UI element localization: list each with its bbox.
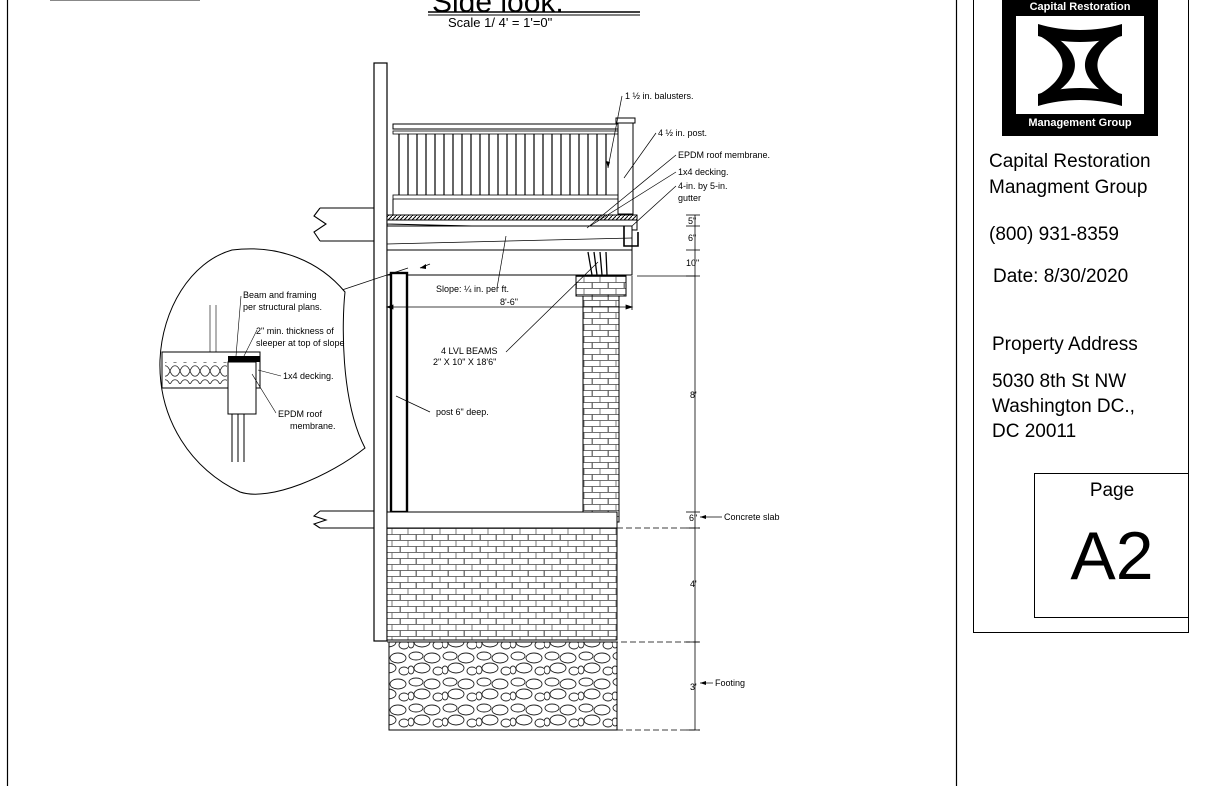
callout-epdm: EPDM roof membrane.: [678, 150, 770, 160]
callout-lvl-1: 4 LVL BEAMS: [441, 346, 498, 356]
address-line2: Washington DC.,: [992, 396, 1135, 417]
interlocking-arcs-logo-icon: [1016, 16, 1144, 114]
detail-sleeper-1: 2" min. thickness of: [256, 326, 334, 336]
lvl-beam: [386, 249, 633, 276]
dim-6in: 6": [688, 233, 696, 243]
upper-floor-stub: [313, 207, 374, 242]
address-line3: DC 20011: [992, 421, 1077, 442]
callout-lvl-2: 2" X 10" X 18'6": [433, 357, 496, 367]
detail-posts: [231, 414, 245, 462]
detail-epdm-1: EPDM roof: [278, 409, 323, 419]
lower-floor-stub: [312, 510, 374, 529]
stone-footing: [388, 641, 618, 731]
callout-gutter-2: gutter: [678, 193, 701, 203]
detail-outline: [159, 248, 366, 495]
title-block: [973, 0, 1189, 633]
railing-top-rail: [392, 123, 634, 130]
callout-post-deep: post 6" deep.: [436, 407, 489, 417]
dim-span: 8'-6": [500, 297, 518, 307]
dim-4ft: 4': [690, 579, 697, 589]
brick-pier-cap: [575, 275, 627, 297]
logo-bottom-text: Management Group: [1028, 117, 1132, 129]
beam-hanger: [587, 251, 608, 276]
callout-gutter-1: 4-in. by 5-in.: [678, 181, 728, 191]
dim-5in: 5": [688, 216, 696, 226]
address-heading: Property Address: [992, 334, 1138, 355]
dim-8ft: 8': [690, 390, 697, 400]
detail-dim-lines: [209, 305, 217, 352]
detail-bubble: [159, 248, 366, 495]
page-number-box: Page A2: [1034, 473, 1189, 618]
dim-3ft: 3': [690, 682, 697, 692]
detail-beam: [227, 361, 257, 415]
detail-insulation: [165, 362, 227, 384]
leaders: [341, 95, 722, 684]
vertical-dimensions: [637, 214, 700, 731]
company-logo: Capital Restoration Management Group: [1002, 0, 1158, 136]
roof-joist-band: [386, 225, 633, 251]
detail-beam-1: Beam and framing: [243, 290, 317, 300]
date-field: Date: 8/30/2020: [993, 266, 1129, 287]
address-line1: 5030 8th St NW: [992, 371, 1127, 392]
brick-pier: [582, 295, 620, 523]
balusters: [398, 134, 607, 195]
railing-mid-rail: [392, 130, 632, 135]
callout-concrete-slab: Concrete slab: [724, 512, 780, 522]
detail-beam-2: per structural plans.: [243, 302, 322, 312]
detail-sleeper-2: sleeper at top of slope: [256, 338, 345, 348]
dim-10in: 10": [686, 258, 699, 268]
page-number: A2: [1070, 518, 1154, 594]
phone-number: (800) 931-8359: [989, 224, 1119, 245]
detail-epdm-2: membrane.: [290, 421, 336, 431]
detail-leaders: [235, 295, 282, 414]
page-label: Page: [1089, 480, 1135, 501]
dim-slab-6in: 6": [689, 513, 697, 523]
callout-balusters: 1 ½ in. balusters.: [625, 91, 694, 101]
callout-decking: 1x4 decking.: [678, 167, 729, 177]
logo-top-text: Capital Restoration: [1029, 1, 1131, 13]
callout-post: 4 ½ in. post.: [658, 128, 707, 138]
callout-footing: Footing: [715, 678, 745, 688]
gutter: [623, 226, 639, 247]
scale-note: Scale 1/ 4' = 1'=0": [448, 15, 553, 30]
span-dimension: [385, 276, 634, 310]
railing: [392, 117, 636, 215]
detail-decking: [228, 356, 260, 362]
railing-bottom-rail: [392, 194, 632, 200]
house-wall: [373, 62, 388, 642]
brick-foundation: [386, 527, 618, 641]
sheet-title: Side look.: [432, 0, 564, 19]
roof-joist-line: [386, 237, 633, 245]
railing-post-cap: [615, 117, 636, 124]
company-name-line2: Managment Group: [989, 177, 1148, 198]
detail-decking: 1x4 decking.: [283, 371, 334, 381]
callout-slope: Slope: ¼ in. per ft.: [436, 284, 509, 294]
company-name-line1: Capital Restoration: [989, 151, 1151, 172]
concrete-slab: [386, 511, 618, 529]
